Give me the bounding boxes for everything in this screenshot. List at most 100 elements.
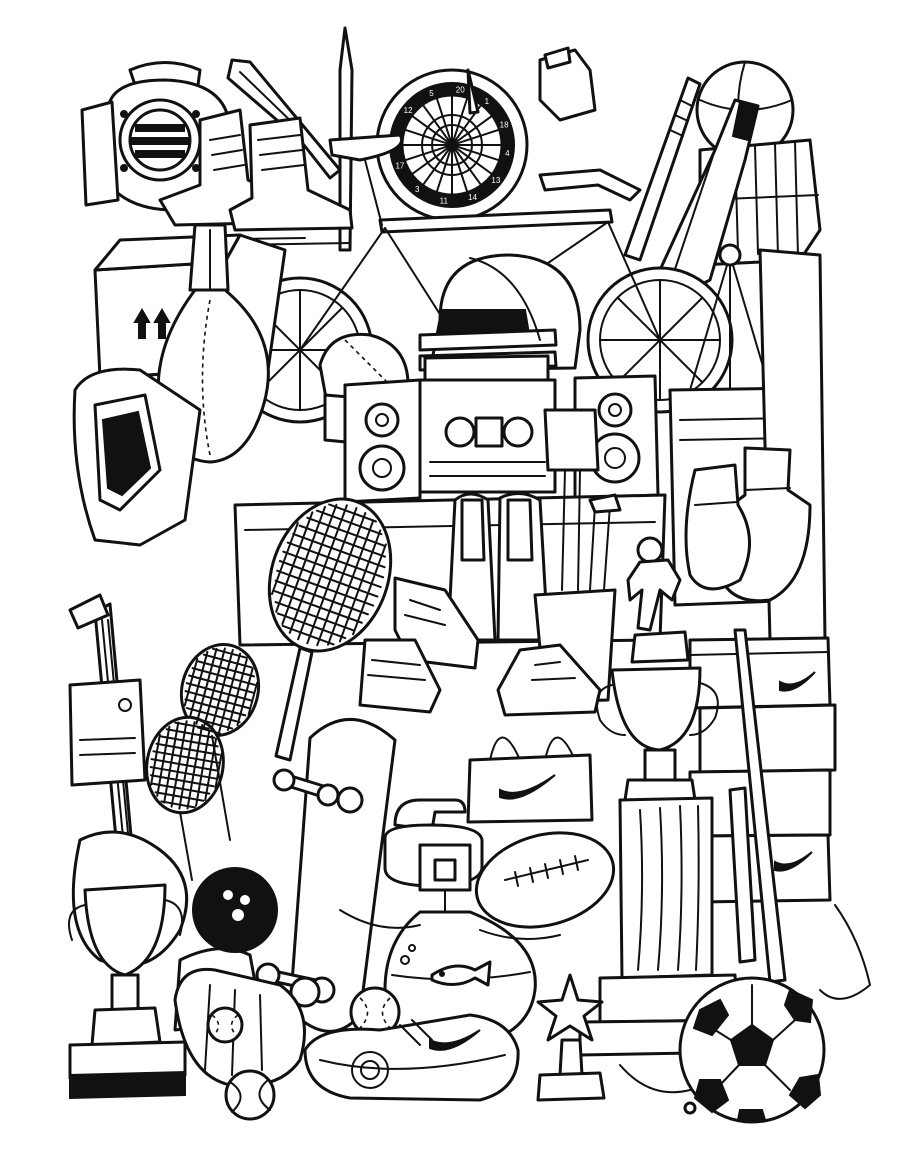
badminton-string: [185, 707, 241, 724]
dartboard-number: 5: [429, 89, 434, 98]
boxing-gloves: [684, 446, 812, 603]
star-trophy: [536, 973, 606, 1102]
speaker-left: [343, 378, 422, 504]
water-bottle: [538, 46, 597, 122]
racket-string: [274, 601, 356, 632]
racket-string: [282, 550, 382, 589]
dartboard-number: 1: [485, 97, 490, 106]
dartboard-wedge-line: [454, 148, 483, 187]
dartboard-wedge-line: [452, 96, 469, 141]
dartboard-number: 17: [395, 162, 404, 171]
badminton-string: [151, 782, 211, 795]
baseball-bat: [623, 76, 702, 262]
dartboard-wedge-line: [435, 149, 452, 194]
racket-string: [274, 579, 370, 616]
dartboard-number: 12: [404, 106, 413, 115]
dartboard-wedge-line: [410, 147, 449, 176]
racket-string: [278, 559, 379, 598]
football-helmet: [418, 253, 582, 372]
badminton-string: [226, 658, 248, 731]
dartboard-number: 18: [500, 120, 509, 129]
football-player-figurine: [626, 536, 690, 664]
badminton-string: [165, 728, 216, 739]
badminton-string: [202, 647, 226, 730]
badminton-string: [184, 690, 251, 710]
badminton-string: [212, 647, 248, 659]
racket-string: [338, 529, 382, 643]
dartboard-wedge-line: [421, 103, 450, 142]
dartboard-wedge-line: [403, 145, 448, 162]
basketball-hoop: [418, 843, 472, 941]
dartboard-wedge-line: [410, 114, 449, 143]
racket-string: [276, 569, 375, 607]
badminton-string: [160, 800, 196, 809]
cloth-drapery: [339, 904, 871, 1000]
racket-string: [352, 543, 387, 636]
ice-skates: [158, 108, 354, 246]
dartboard-number: 3: [415, 185, 420, 194]
racket-string: [292, 532, 386, 569]
dartboard-wedge-line: [403, 128, 448, 145]
trophy-left: [68, 883, 187, 1100]
field-hockey-stick: [728, 628, 787, 984]
badminton-string: [210, 649, 234, 733]
dartboard-wedge-line: [456, 145, 501, 162]
dartboard-wedge-line: [452, 149, 469, 194]
diving-helmet: [80, 61, 233, 212]
racket-string: [298, 524, 387, 558]
badminton-string: [247, 681, 259, 716]
dartboard-wedge-line: [456, 128, 501, 145]
badminton-rackets: [145, 642, 261, 881]
racket-string: [273, 590, 363, 624]
racket-string: [281, 624, 335, 646]
racket-string: [328, 503, 377, 523]
dartboard: 1252011841314113172: [375, 68, 529, 222]
tennis-racket: [267, 497, 393, 762]
racket-string: [306, 516, 386, 547]
dartboard-number: 4: [505, 149, 510, 158]
amplifier: [68, 678, 147, 787]
ski-goggles: [72, 367, 202, 547]
dartboard-number: 13: [491, 176, 500, 185]
badminton-string: [202, 653, 253, 669]
badminton-string: [155, 742, 221, 756]
tote-bag: [466, 736, 594, 824]
dartboard-wedge-line: [421, 148, 450, 187]
badminton-string: [189, 716, 234, 730]
boombox: [416, 354, 557, 494]
badminton-string: [188, 674, 256, 694]
tennis-ball: [224, 1069, 276, 1121]
badminton-string: [191, 667, 256, 686]
badminton-string: [149, 766, 218, 780]
trophy-cup: [596, 666, 719, 802]
dartboard-wedge-line: [455, 147, 494, 176]
sneaker: [496, 643, 602, 717]
badminton-string: [149, 774, 215, 788]
swim-fins: [446, 492, 550, 642]
badminton-string: [152, 750, 221, 764]
badminton-string: [236, 667, 254, 727]
dartboard-wedge-line: [435, 96, 452, 141]
running-shoe: [303, 1013, 520, 1102]
badminton-string: [185, 682, 254, 702]
racket-string: [281, 505, 326, 625]
racket-string: [286, 541, 385, 579]
american-football: [474, 831, 616, 929]
dartboard-number: 20: [456, 86, 465, 95]
badminton-string: [174, 721, 210, 730]
dartboard-number: 14: [468, 193, 477, 202]
racket-string: [306, 507, 358, 645]
racket-string: [276, 612, 347, 640]
badminton-string: [184, 698, 247, 717]
baseball-glove: [173, 967, 306, 1088]
dartboard-number: 11: [440, 196, 449, 205]
football-boots: [358, 576, 480, 714]
racket-string: [297, 504, 348, 641]
badminton-string: [183, 657, 199, 707]
badminton-string: [150, 758, 220, 772]
badminton-string: [159, 735, 219, 748]
racket-string: [315, 509, 383, 536]
soccer-ball: [678, 976, 826, 1124]
bowling-ball: [192, 867, 278, 953]
